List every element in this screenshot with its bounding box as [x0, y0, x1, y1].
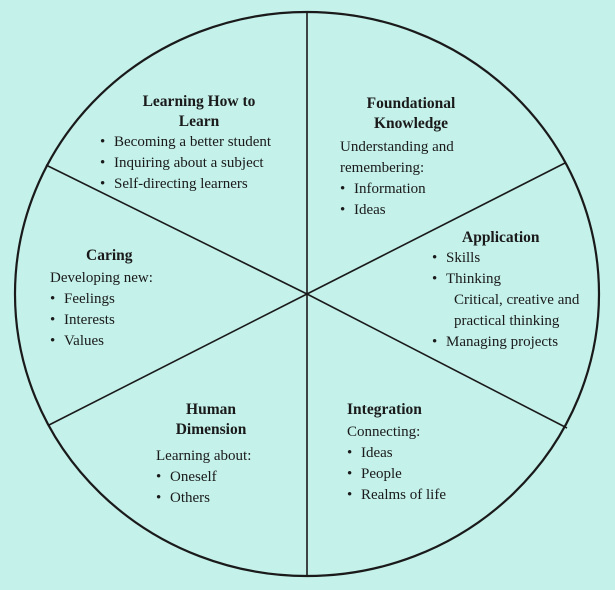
segment-list: Ideas People Realms of life	[347, 443, 527, 506]
divider-lower-left	[48, 293, 308, 426]
segment-learning-how-to-learn: Learning How to Learn Becoming a better …	[100, 92, 310, 195]
list-item: Others	[156, 488, 306, 509]
list-item: Becoming a better student	[100, 132, 310, 153]
list-item: Managing projects	[432, 332, 612, 353]
segment-caring: Caring Developing new: Feelings Interest…	[50, 246, 230, 352]
segment-list: Skills Thinking	[432, 248, 612, 290]
list-item: Feelings	[50, 289, 230, 310]
segment-integration: Integration Connecting: Ideas People Rea…	[347, 400, 527, 506]
segment-title: Learning How to Learn	[142, 93, 256, 130]
segment-intro: Learning about:	[156, 448, 252, 464]
divider-lower-right	[306, 293, 568, 429]
segment-title: Integration	[347, 401, 422, 418]
list-item: People	[347, 464, 527, 485]
segment-title: Application	[462, 229, 540, 246]
segment-list: Oneself Others	[156, 467, 306, 509]
list-item: Ideas	[340, 200, 520, 221]
segment-title: Human Dimension	[175, 401, 247, 438]
list-item: Skills	[432, 248, 612, 269]
segment-list-tail: Managing projects	[432, 332, 612, 353]
list-item: Self-directing learners	[100, 174, 310, 195]
list-item: Inquiring about a subject	[100, 153, 310, 174]
segment-subtext: Critical, creative and practical thinkin…	[454, 292, 580, 329]
segment-human-dimension: Human Dimension Learning about: Oneself …	[156, 400, 306, 509]
segment-list: Feelings Interests Values	[50, 289, 230, 352]
list-item: Information	[340, 179, 520, 200]
divider-upper-left	[45, 164, 308, 295]
list-item: Ideas	[347, 443, 527, 464]
segment-foundational-knowledge: Foundational Knowledge Understanding and…	[340, 94, 520, 221]
segment-title: Foundational Knowledge	[366, 95, 456, 132]
divider-upper-right	[306, 162, 566, 295]
segment-application: Application Skills Thinking Critical, cr…	[432, 228, 612, 353]
list-item: Interests	[50, 310, 230, 331]
segment-list: Becoming a better student Inquiring abou…	[100, 132, 310, 195]
list-item: Realms of life	[347, 485, 527, 506]
segment-intro: Connecting:	[347, 424, 421, 440]
segment-title: Caring	[86, 247, 133, 264]
list-item: Oneself	[156, 467, 306, 488]
segment-intro: Understanding and remembering:	[340, 139, 454, 176]
list-item: Thinking	[432, 269, 612, 290]
segment-list: Information Ideas	[340, 179, 520, 221]
segment-intro: Developing new:	[50, 270, 153, 286]
list-item: Values	[50, 331, 230, 352]
